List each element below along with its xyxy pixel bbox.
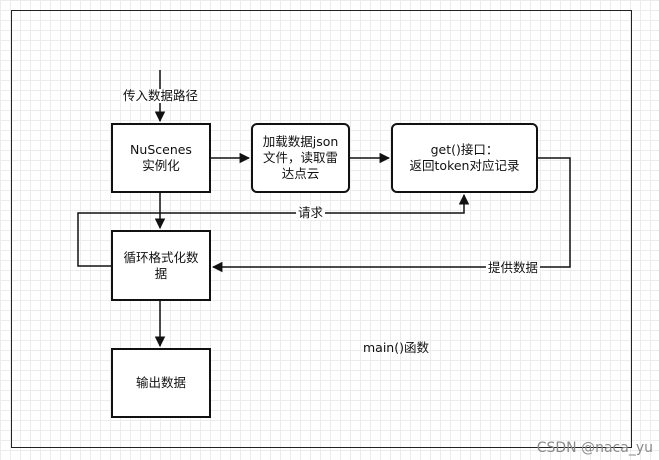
edge-provide-data — [211, 157, 571, 273]
main-function-frame — [11, 10, 632, 448]
main-function-label: main()函数 — [363, 340, 429, 355]
edge-label-input-path: 传入数据路径 — [121, 88, 201, 103]
node-nuscenes-instantiate: NuScenes 实例化 — [111, 123, 211, 193]
edge-label-provide-data: 提供数据 — [486, 260, 541, 275]
node-get-api: get()接口： 返回token对应记录 — [391, 123, 538, 193]
edge-label-request: 请求 — [296, 205, 326, 220]
node-load-json: 加载数据json 文件，读取雷 达点云 — [251, 123, 350, 193]
node-output-data: 输出数据 — [111, 348, 211, 418]
node-loop-format: 循环格式化数 据 — [111, 230, 211, 301]
edge-request — [77, 193, 470, 267]
watermark: CSDN @naca_yu — [536, 440, 653, 456]
